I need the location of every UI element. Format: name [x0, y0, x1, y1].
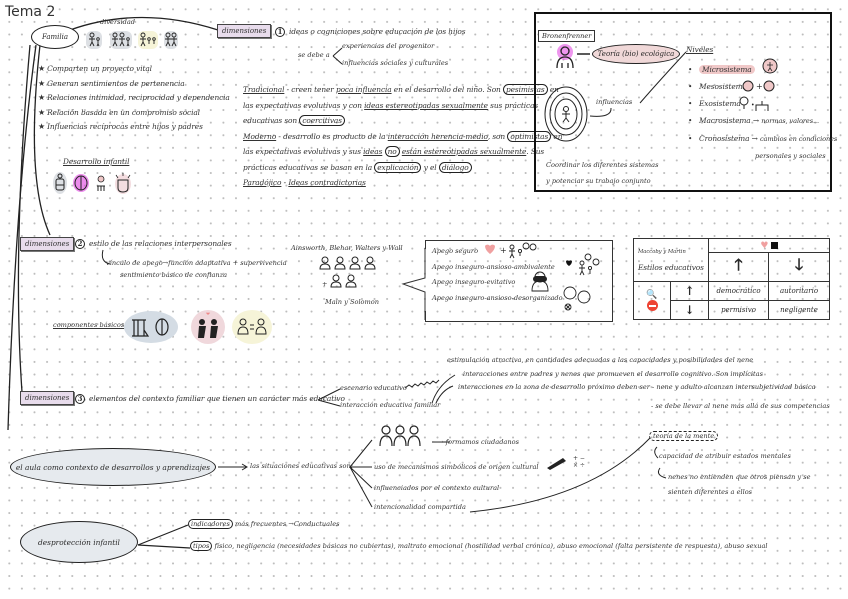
desarrollo-infantil-label: Desarrollo infantil	[63, 157, 130, 166]
branch-experiencias: experiencias del progenitor	[342, 42, 435, 50]
nivel-item: • Microsistema	[688, 61, 837, 78]
familia-label: Familia	[41, 33, 69, 41]
page-title: Tema 2	[5, 4, 56, 20]
tradicional-label: Tradicional	[243, 85, 285, 94]
nivel-item: • Mesosistema	[688, 82, 747, 91]
coordinar-text: Coordinar los diferentes sistemas y pote…	[546, 161, 659, 185]
number-badge: 2	[75, 239, 85, 249]
dimensiones-tag-2: dimensiones	[20, 237, 75, 251]
apego-item: Apego inseguro-ansioso-ambivalente	[432, 262, 555, 271]
dimensiones-tag-3: dimensiones	[20, 391, 75, 405]
tipos-label: tipos	[190, 541, 213, 551]
apego-list: Apego seguro Apego inseguro-ansioso-ambi…	[432, 244, 563, 306]
estilos-label: Estilos educativos	[638, 262, 704, 272]
aula-branch: uso de mecanismos simbólicos de origen c…	[374, 463, 539, 471]
svg-text:•: •	[751, 102, 755, 109]
dimension3-item: interacciones entre padres y nenes que p…	[463, 370, 763, 378]
permisivo-cell: permisivo	[708, 300, 769, 320]
bullet-item: ★Comparten un proyecto vital	[38, 64, 152, 73]
diversidad-label: diversidad	[100, 18, 135, 26]
apego-item: Apego inseguro-ansioso-desorganizado	[432, 293, 563, 302]
familia-bullets: ★Comparten un proyecto vital ★Generan se…	[38, 62, 230, 135]
group-people-icon	[378, 425, 424, 451]
estilos-header-cell: Maccoby y Martin Estilos educativos	[633, 238, 709, 282]
main-solomon: Main y Solomon	[325, 298, 379, 306]
authors-person-icons	[319, 256, 380, 294]
nivel-item: • Macrosistema → normas, valores...	[688, 116, 820, 125]
escenario-educativo: escenario educativo	[340, 384, 407, 392]
nivel-item: • Exosistema	[688, 99, 741, 108]
aula-node: el aula como contexto de desarrollos y a…	[10, 448, 216, 486]
family-diversity-icons	[86, 31, 186, 53]
branch-influencias: influencias sociales y culturales	[342, 59, 449, 67]
plus-sign: +	[322, 280, 328, 288]
pencil-icon	[545, 455, 567, 474]
number-badge: 3	[75, 394, 85, 404]
heart-check-header: ♥	[708, 238, 830, 253]
arrow-down-row: ↓	[670, 300, 709, 320]
nivel-item: • Cronosistema → cambios en condiciones	[688, 134, 838, 143]
autoritario-cell: autoritario	[768, 281, 830, 301]
nivel-icons: + •	[739, 57, 812, 121]
se-debe-a: se debe a	[298, 51, 330, 59]
attachment-callout	[425, 240, 613, 322]
formamos-ciudadanos: ⟶ formamos ciudadanos	[434, 438, 519, 446]
teoria-mente-label: teoría de la mente	[649, 431, 719, 441]
aula-branch: intencionalidad compartida	[374, 503, 466, 511]
bullet-item: ★Generan sentimientos de pertenencia	[38, 78, 185, 88]
teoria-ecologica-bubble: Teoría (bio) ecológica	[592, 44, 680, 64]
bronfenbrenner-name: Bronenfrenner	[538, 30, 596, 42]
tradicional-block: Tradicional - creen tener poca influenci…	[243, 84, 563, 187]
arrow-down-col: 🡓	[768, 252, 830, 282]
development-icons	[53, 172, 135, 200]
bullet-item: ★Relación basada en un compromiso social	[38, 107, 200, 117]
arrow-up-col: 🡑	[708, 252, 769, 282]
componentes-label: componentes básicos	[53, 321, 125, 329]
democratico-cell: democrático	[708, 281, 769, 301]
dimension3-item: - se debe llevar al nene más allá de sus…	[651, 402, 830, 410]
nenes-text-2: sienten diferentes a ellos	[668, 488, 753, 496]
indicadores-line: indicadores más frecuentes →Conductuales	[188, 519, 340, 529]
sentimiento-text: sentimiento básico de confianza	[120, 271, 228, 279]
bronfenbrenner-person-icon	[554, 44, 576, 74]
bronfenbrenner-panel	[534, 12, 832, 192]
control-icons: 🔍	[633, 281, 671, 320]
apego-icons: +	[480, 242, 610, 322]
dimension3-item: interacciones en la zona de desarrollo p…	[458, 383, 816, 391]
dimensiones-tag-1: dimensiones	[217, 24, 272, 38]
crono-line2: personales y sociales	[755, 152, 826, 160]
indicadores-label: indicadores	[188, 519, 233, 529]
negligente-cell: negligente	[768, 300, 830, 320]
nenes-text-1: nenes no entienden que otros piensan y s…	[668, 473, 811, 481]
bullet-item: ★Relaciones intimidad, reciprocidad y de…	[38, 93, 230, 102]
niveles-list: • Microsistema • Mesosistema • Exosistem…	[688, 61, 837, 148]
aula-branch: influenciados por el contexto cultural	[374, 484, 500, 492]
ainsworth-authors: Ainsworth, Blehar, Walters y Wall	[291, 244, 403, 252]
number-badge: 1	[275, 27, 285, 37]
niveles-label: Niveles	[686, 45, 714, 54]
dimension3-item: estimulación atractiva, en cantidades ad…	[447, 356, 754, 364]
bullet-item: ★Influencias recíprocas entre hijos y pa…	[38, 122, 203, 131]
situaciones-label: las situaciones educativas son:	[250, 462, 353, 470]
apego-item: Apego inseguro-evitativo	[432, 278, 516, 286]
capacidad-text: capacidad de atribuir estados mentales	[659, 452, 791, 460]
vinculo-text: vínculo de apego→función adaptativa + su…	[106, 259, 287, 267]
componentes-icons	[124, 310, 274, 348]
apego-item: Apego seguro	[432, 247, 479, 255]
svg-text:+: +	[500, 246, 507, 255]
concentric-circles-icon	[544, 86, 588, 146]
moderno-label: Moderno	[243, 131, 277, 141]
arrow-up-row: ↑	[670, 281, 709, 301]
math-symbols-icon: + − × ÷	[573, 455, 585, 469]
paradojico-label: Paradójico	[243, 178, 282, 187]
influencias-label: influencias	[596, 98, 633, 106]
tipos-line: tipos físico, negligencia (necesidades b…	[190, 541, 767, 551]
desproteccion-node: desprotección infantil	[20, 521, 138, 563]
familia-node: Familia	[31, 25, 79, 49]
interaccion-educativa: interacción educativa familiar	[340, 401, 441, 409]
svg-text:+: +	[756, 82, 763, 91]
